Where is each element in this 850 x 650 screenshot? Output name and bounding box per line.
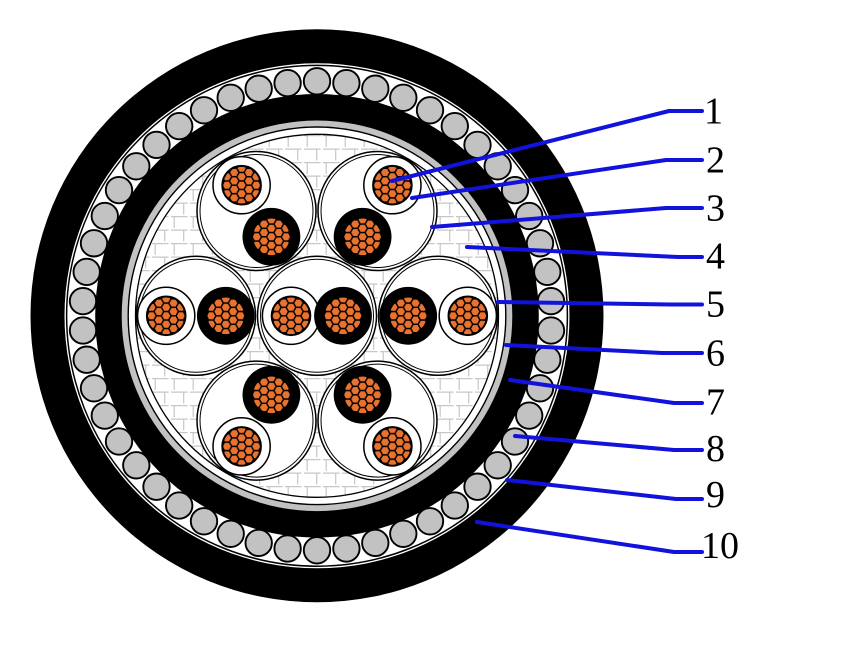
svg-text:3: 3 xyxy=(706,187,725,229)
svg-text:9: 9 xyxy=(706,474,725,516)
svg-text:4: 4 xyxy=(706,235,725,277)
svg-text:8: 8 xyxy=(706,428,725,470)
svg-text:7: 7 xyxy=(706,381,725,423)
svg-text:1: 1 xyxy=(704,90,723,132)
svg-text:5: 5 xyxy=(706,283,725,325)
svg-text:10: 10 xyxy=(701,525,739,567)
svg-text:6: 6 xyxy=(706,332,725,374)
svg-text:2: 2 xyxy=(706,139,725,181)
